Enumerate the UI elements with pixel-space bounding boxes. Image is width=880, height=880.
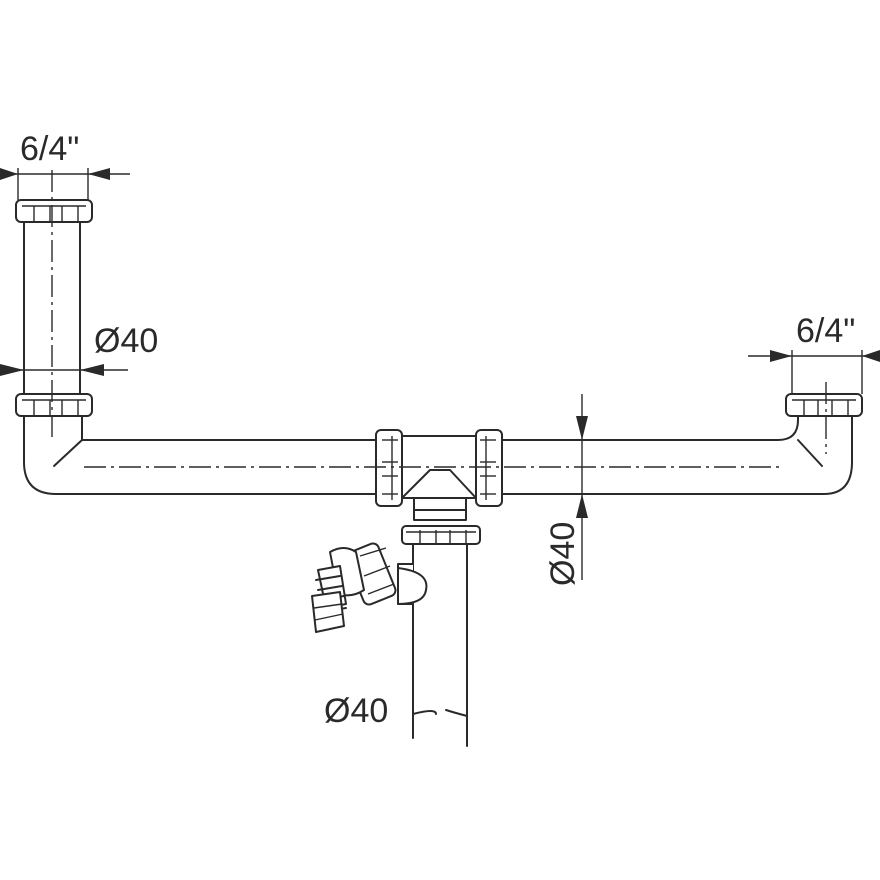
diameter-outlet-label: Ø40: [324, 692, 388, 730]
appliance-hose-connector: [311, 542, 428, 633]
diameter-left-label: Ø40: [94, 322, 158, 360]
left-top-nut: [15, 199, 93, 223]
thread-left-label: 6/4": [20, 130, 79, 168]
outlet-pipe: [412, 543, 468, 747]
dimension-thread-right: [748, 350, 880, 394]
dimension-diameter-main: [576, 394, 588, 580]
diameter-main-label: Ø40: [544, 522, 582, 586]
tee-fitting: [375, 429, 503, 545]
dimension-diameter-left: [0, 364, 128, 376]
dimension-thread-left: [0, 168, 130, 200]
thread-right-label: 6/4": [796, 312, 855, 350]
left-bottom-nut: [15, 393, 93, 417]
right-nut: [785, 393, 863, 417]
